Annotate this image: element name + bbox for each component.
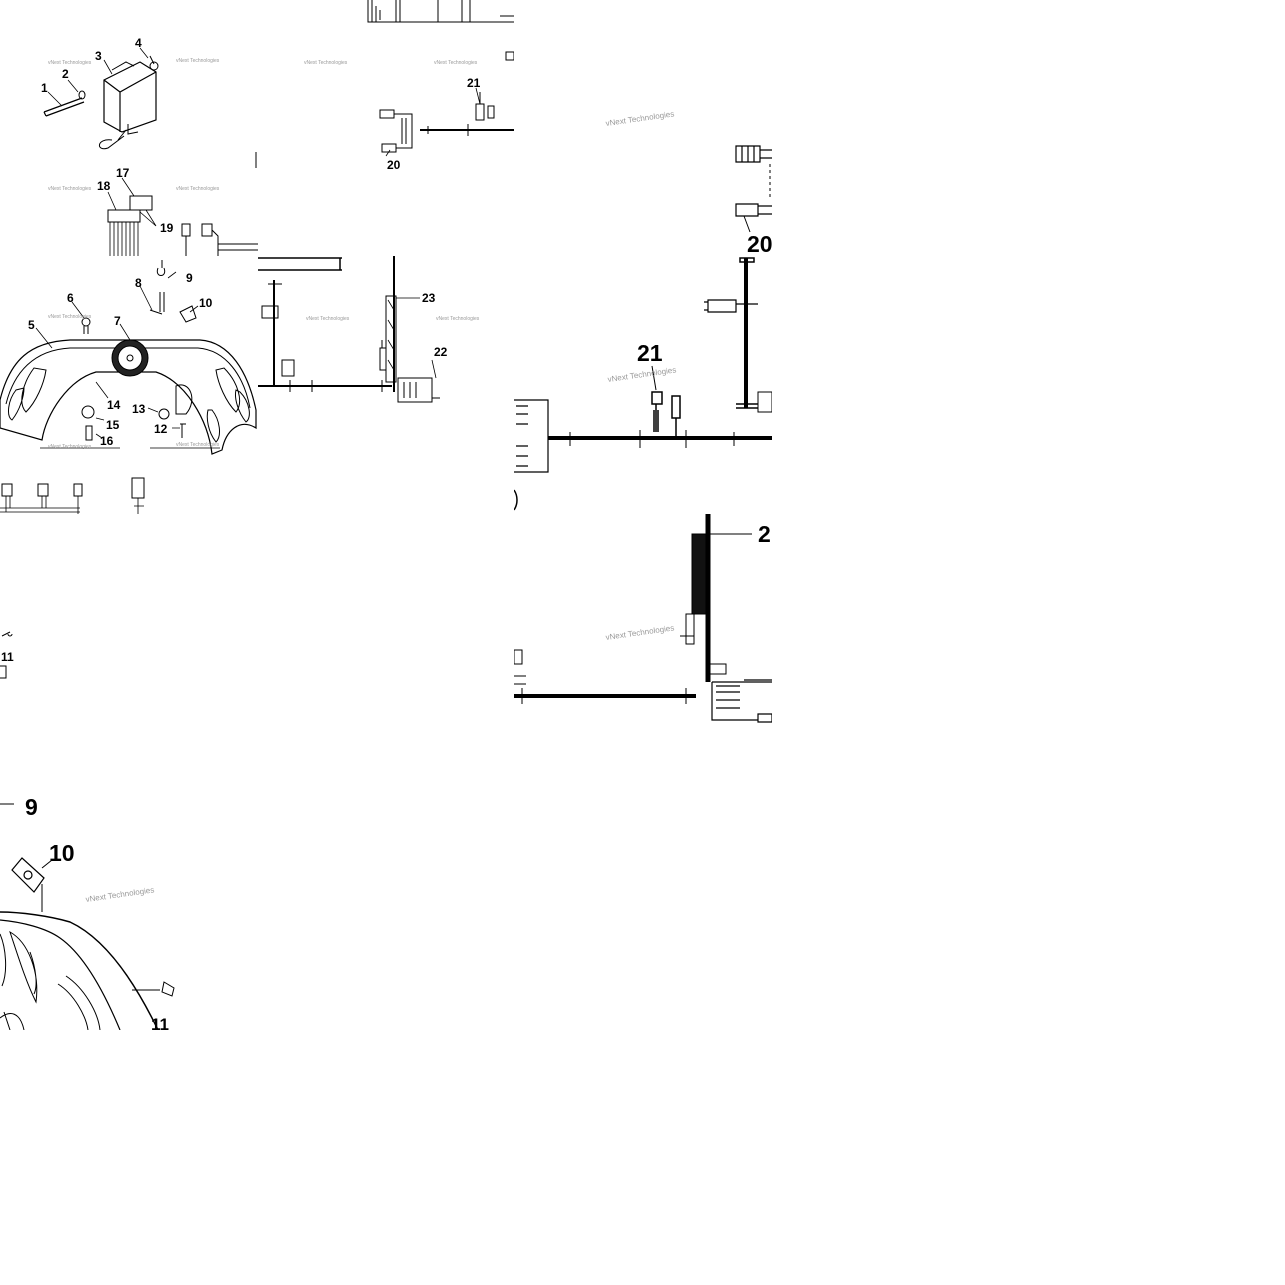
callout-18: 18: [97, 179, 111, 193]
watermark: vNext Technologies: [434, 60, 478, 66]
callout-3: 3: [95, 49, 102, 63]
watermark: vNext Technologies: [48, 186, 92, 192]
dash-left-panel: 11: [0, 514, 256, 772]
dash-left-svg: 11: [0, 631, 14, 679]
watermark: vNext Technologies: [176, 58, 220, 64]
callout-20-zoom: 20: [747, 231, 772, 257]
callout-9-zoom: 9: [25, 794, 38, 820]
callout-21-zoom: 21: [637, 340, 663, 366]
watermark: vNext Technologies: [48, 444, 92, 450]
callout-9: 9: [186, 271, 193, 285]
harness-zoom-svg: 20 21 vNext Technologies vNext Technolog…: [514, 109, 772, 511]
harness-zoom-panel: 20 21 vNext Technologies vNext Technolog…: [514, 0, 772, 514]
watermark: vNext Technologies: [436, 316, 480, 322]
harness-zoom-top: 20: [735, 145, 772, 257]
watermark: vNext Technologies: [304, 60, 348, 66]
watermark: vNext Technologies: [605, 109, 675, 128]
callout-11: 11: [1, 650, 14, 664]
callout-23-zoom: 2: [758, 521, 771, 547]
watermark: vNext Technologies: [85, 885, 155, 904]
callout-17: 17: [116, 166, 130, 180]
callout-1: 1: [41, 81, 48, 95]
regulator-assembly: 1 2 3 4: [41, 36, 159, 150]
watermarks: vNext Technologies vNext Technologies vN…: [48, 58, 480, 450]
callout-11-zoom: 11: [151, 1015, 169, 1030]
harness-zoom-main: 21: [514, 257, 772, 511]
callout-15: 15: [106, 418, 120, 432]
main-diagram-panel: 1 2 3 4 21 20 17 18 19 23 22: [0, 0, 514, 514]
callout-7: 7: [114, 314, 121, 328]
watermark: vNext Technologies: [605, 623, 675, 642]
dashboard-zoom-svg: 9 10 11 vNext Technologies: [0, 794, 175, 1030]
watermark: vNext Technologies: [48, 314, 92, 320]
callout-5: 5: [28, 318, 35, 332]
watermark: vNext Technologies: [176, 186, 220, 192]
harness-upper-right: 21 20: [255, 51, 514, 172]
callout-6: 6: [67, 291, 74, 305]
callout-2: 2: [62, 67, 69, 81]
callout-22: 22: [434, 345, 448, 359]
harness-top-fragment: [367, 0, 514, 23]
callout-8: 8: [135, 276, 142, 290]
bottom-connectors: [0, 477, 145, 514]
watermark: vNext Technologies: [176, 442, 220, 448]
harness-center: 23 22: [258, 256, 448, 403]
callout-20: 20: [387, 158, 401, 172]
callout-16: 16: [100, 434, 114, 448]
dashboard-assembly: 5 6 7 8 9 10 12 13 14 15 16: [0, 260, 257, 455]
callout-13: 13: [132, 402, 146, 416]
callout-21: 21: [467, 76, 481, 90]
callout-19: 19: [160, 221, 174, 235]
callout-4: 4: [135, 36, 142, 50]
callout-12: 12: [154, 422, 168, 436]
dashboard-zoom-panel: 9 10 11 vNext Technologies: [0, 772, 258, 1030]
callout-10: 10: [199, 296, 213, 310]
main-diagram-svg: 1 2 3 4 21 20 17 18 19 23 22: [0, 0, 514, 514]
harness-zoom-lower-panel: 2 vNext Technologies: [514, 514, 772, 724]
callout-23: 23: [422, 291, 436, 305]
connector-group: 17 18 19: [97, 166, 258, 256]
watermark: vNext Technologies: [306, 316, 350, 322]
callout-14: 14: [107, 398, 121, 412]
harness-zoom-lower-svg: 2 vNext Technologies: [514, 514, 772, 723]
watermark: vNext Technologies: [48, 60, 92, 66]
watermark: vNext Technologies: [607, 365, 677, 384]
callout-10-zoom: 10: [49, 840, 75, 866]
